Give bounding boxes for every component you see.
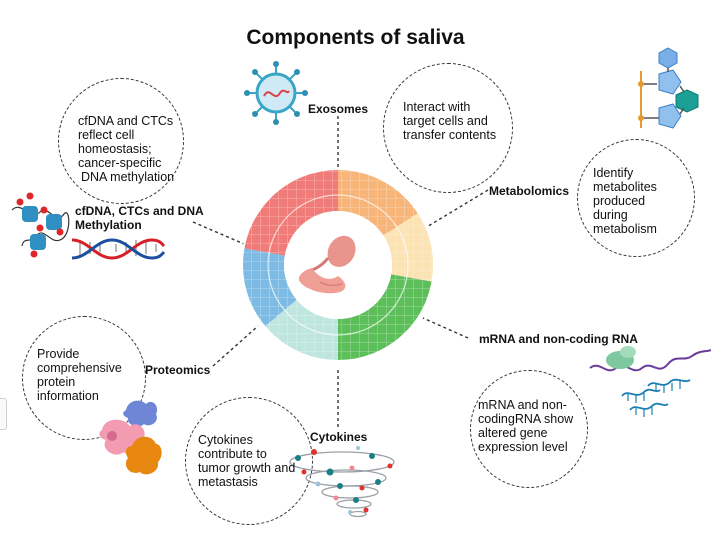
cytokines-description-line: contribute to: [198, 447, 267, 461]
cytokine-tornado-icon: [289, 446, 395, 518]
cytokines-label: Cytokines: [310, 430, 368, 444]
exosomes-label: Exosomes: [308, 102, 369, 116]
cfdna-label-line1: cfDNA, CTCs and DNA: [75, 204, 204, 218]
proteomics-label: Proteomics: [145, 363, 211, 377]
cfdna-description-circle: [58, 78, 184, 204]
protein-complex-icon: [99, 400, 162, 475]
dna-helix-icon: [71, 238, 166, 260]
cytokines-description-circle: [185, 397, 313, 525]
salivary-gland-icon: [298, 235, 356, 294]
cytokines-description-line: Cytokines: [198, 433, 253, 447]
salivary-gland-wheel: [241, 168, 435, 362]
mrna-description: mRNA and non- codingRNA show altered gen…: [478, 398, 573, 454]
cfdna-label: cfDNA, CTCs and DNA Methylation: [75, 204, 204, 232]
cfdna-description-line: cfDNA and CTCs: [78, 114, 174, 128]
metabolite-molecule-icon: [638, 47, 699, 129]
proteomics-description-line: information: [37, 389, 99, 403]
proteomics-description-line: comprehensive: [37, 361, 122, 375]
diagram-title: Components of saliva: [246, 26, 465, 49]
mrna-description-line: altered gene: [478, 426, 548, 440]
cytokines-description-line: tumor growth and: [198, 461, 296, 475]
cfdna-description-line: homeostasis;: [78, 142, 152, 156]
cfdna-label-line2: Methylation: [75, 218, 142, 232]
mrna-label: mRNA and non-coding RNA: [479, 332, 638, 346]
side-scroll-tab[interactable]: [0, 398, 7, 430]
proteomics-description-line: protein: [37, 375, 76, 389]
metabolomics-label: Metabolomics: [489, 184, 570, 198]
proteomics-description-circle: [22, 316, 146, 440]
exosomes-description-circle: [383, 63, 513, 193]
mrna-description-line: mRNA and non-: [478, 398, 567, 412]
cytokines-description-line: metastasis: [198, 475, 258, 489]
proteomics-description-line: Provide: [37, 347, 80, 361]
connector-lines: [192, 116, 489, 428]
mrna-description-line: expression level: [478, 440, 568, 454]
cfdna-description-line: cancer-specific: [78, 156, 162, 170]
proteomics-description: Provide comprehensive protein informatio…: [37, 347, 122, 403]
mrna-description-circle: [470, 370, 588, 488]
metabolomics-description: Identify metabolites produced during met…: [593, 166, 657, 236]
rna-strand-icon: [589, 346, 711, 417]
metabolomics-description-circle: [577, 139, 695, 257]
cytokines-description: Cytokines contribute to tumor growth and…: [198, 433, 295, 489]
cfdna-description: cfDNA and CTCs reflect cell homeostasis;…: [78, 114, 174, 184]
mrna-description-line: codingRNA show: [478, 412, 574, 426]
exosome-icon: [244, 61, 308, 125]
cfdna-description-line: DNA methylation: [81, 170, 175, 184]
cfdna-description-line: reflect cell: [78, 128, 135, 142]
exosomes-description: Interact with target cells and transfer …: [403, 100, 497, 142]
nucleosome-icon: [11, 192, 70, 258]
